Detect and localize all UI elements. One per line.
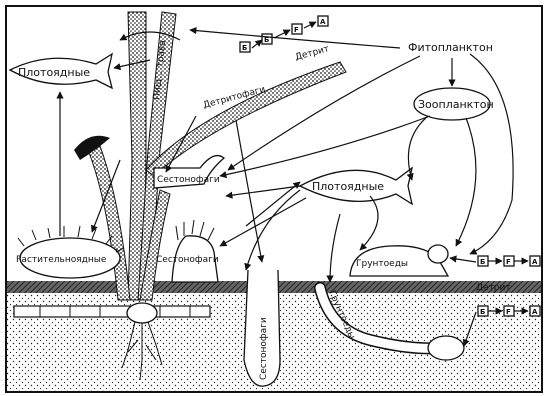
zooplankton-label: Зоопланктон [418, 98, 494, 111]
seagrass-blade-3 [146, 62, 346, 176]
svg-text:F: F [506, 308, 511, 316]
burrow-worm-head [428, 336, 464, 360]
suspension-feeders-lower: Сестонофаги [156, 220, 219, 282]
fish-left: Плотоядные [10, 54, 112, 88]
herbivores-center-label: Плотоядные [312, 180, 384, 193]
svg-text:Б: Б [242, 44, 247, 52]
svg-text:А: А [320, 18, 326, 26]
rhizome [14, 306, 210, 317]
svg-text:F: F [294, 26, 299, 34]
decomposer-boxes-right-lower: Б F А [478, 306, 540, 316]
seagrass-blade-4 [88, 146, 130, 300]
svg-text:А: А [532, 258, 538, 266]
svg-text:F: F [506, 258, 511, 266]
svg-text:А: А [532, 308, 538, 316]
suspension-lower-label: Сестонофаги [156, 255, 219, 265]
svg-text:Б: Б [480, 308, 485, 316]
phytoplankton-label: Фитопланктон [408, 41, 493, 54]
herbivores-left-label: Плотоядные [18, 66, 90, 79]
svg-text:Б: Б [480, 258, 485, 266]
fish-center: Плотоядные [300, 168, 412, 204]
deposit-feeders-label: Грунтоеды [356, 259, 408, 269]
plant-eaters-label: Растительноядные [16, 255, 107, 265]
detritus-top-label: Детрит [294, 44, 330, 63]
plant-eaters: Растительноядные [16, 226, 124, 278]
suspension-upper-label: Сестонофаги [157, 175, 220, 185]
deposit-feeders: Грунтоеды [350, 245, 448, 276]
detritus-right-label: Детрит [476, 283, 511, 293]
decomposer-boxes-right-upper: Б F А [478, 256, 540, 266]
burrow-suspension-label: Сестонофаги [259, 317, 269, 380]
root-node [127, 303, 157, 323]
